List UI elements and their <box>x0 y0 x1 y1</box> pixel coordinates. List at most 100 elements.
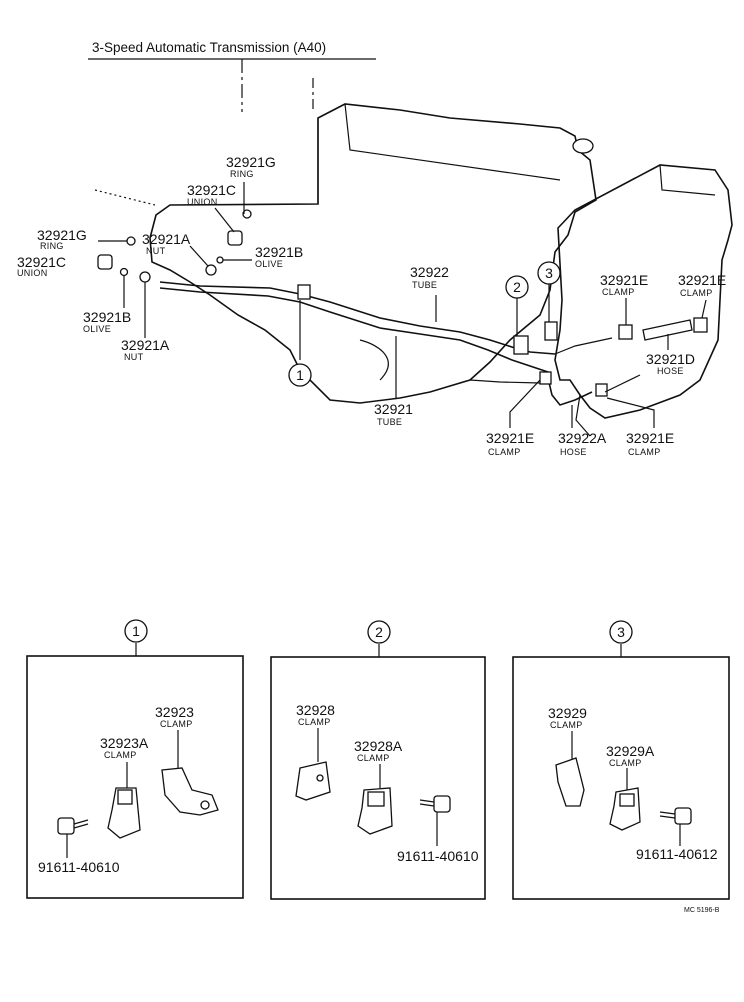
bolt-91611-40610-box1 <box>57 817 89 835</box>
label-32922-tube: 32922 TUBE <box>410 264 449 290</box>
svg-text:32921B: 32921B <box>255 244 303 260</box>
clamp-32921E-right <box>595 383 608 397</box>
svg-text:1: 1 <box>132 623 140 639</box>
tube-to-radiator <box>554 337 613 355</box>
svg-text:HOSE: HOSE <box>657 366 684 376</box>
svg-text:32921A: 32921A <box>142 231 191 247</box>
svg-text:CLAMP: CLAMP <box>550 720 583 730</box>
svg-text:32921C: 32921C <box>187 182 236 198</box>
label-32929: 32929 CLAMP <box>548 705 587 730</box>
svg-text:CLAMP: CLAMP <box>357 753 390 763</box>
svg-text:32921G: 32921G <box>226 154 276 170</box>
label-32921C-left: 32921C UNION <box>17 254 66 278</box>
engine-ridge <box>344 103 561 181</box>
label-32922A-hose: 32922A HOSE <box>558 430 607 457</box>
svg-text:TUBE: TUBE <box>412 280 437 290</box>
svg-text:1: 1 <box>296 367 304 383</box>
svg-text:CLAMP: CLAMP <box>628 447 661 457</box>
svg-text:32929A: 32929A <box>606 743 655 759</box>
svg-text:32922: 32922 <box>410 264 449 280</box>
label-32921A-upper: 32921A NUT <box>142 231 191 256</box>
hose-32921D <box>642 319 693 341</box>
label-32921G-left: 32921G RING <box>37 227 87 251</box>
svg-text:32928A: 32928A <box>354 738 403 754</box>
svg-text:CLAMP: CLAMP <box>298 717 331 727</box>
svg-text:NUT: NUT <box>146 246 166 256</box>
label-32923: 32923 CLAMP <box>155 704 194 729</box>
radiator-outlet <box>575 394 591 437</box>
leader-32921E-low-left <box>509 379 541 428</box>
clamp-32921E-hose-left <box>618 324 633 340</box>
label-91611-40612: 91611-40612 <box>636 846 718 862</box>
svg-text:32921A: 32921A <box>121 337 170 353</box>
clamp-32921E-hose-right <box>693 317 708 333</box>
diagram-code: MC 5196-B <box>684 907 720 914</box>
leader-radiator-hose <box>604 374 641 393</box>
leader-32921E-upper-right <box>701 299 707 319</box>
union-32921C-left <box>97 254 113 270</box>
label-32928: 32928 CLAMP <box>296 702 335 727</box>
label-32929A: 32929A CLAMP <box>606 743 655 768</box>
engine-cap <box>572 138 594 154</box>
svg-text:UNION: UNION <box>187 197 218 207</box>
radiator <box>554 164 733 419</box>
svg-text:CLAMP: CLAMP <box>160 719 193 729</box>
label-32921E-upper-left: 32921E CLAMP <box>600 272 648 297</box>
callout-circle-3-detail: 3 <box>609 620 633 644</box>
svg-text:RING: RING <box>40 241 64 251</box>
label-32921D-hose: 32921D HOSE <box>646 351 695 376</box>
clamp-32923-shape <box>161 767 219 816</box>
leader-32921A-upper <box>189 245 209 267</box>
svg-text:CLAMP: CLAMP <box>104 750 137 760</box>
svg-text:HOSE: HOSE <box>560 447 587 457</box>
svg-text:3: 3 <box>545 265 553 281</box>
label-32921G-upper: 32921G RING <box>226 154 276 179</box>
svg-text:32921D: 32921D <box>646 351 695 367</box>
svg-text:CLAMP: CLAMP <box>609 758 642 768</box>
svg-text:32921E: 32921E <box>626 430 674 446</box>
svg-text:OLIVE: OLIVE <box>83 324 111 334</box>
clamp-position-3 <box>544 321 558 341</box>
svg-text:NUT: NUT <box>124 352 144 362</box>
svg-text:RING: RING <box>230 169 254 179</box>
label-32921C-upper: 32921C UNION <box>187 182 236 207</box>
engine-pan <box>359 339 541 384</box>
label-32921E-low-left: 32921E CLAMP <box>486 430 534 457</box>
svg-text:32928: 32928 <box>296 702 335 718</box>
bolt-91611-40612 <box>659 807 692 825</box>
diagram-title: 3-Speed Automatic Transmission (A40) <box>92 40 326 55</box>
clamp-32928-shape <box>295 761 331 801</box>
callout-circle-2-detail: 2 <box>367 620 391 644</box>
label-32921-tube: 32921 TUBE <box>374 401 413 427</box>
svg-text:32921E: 32921E <box>486 430 534 446</box>
hose-32922A-line <box>546 373 593 406</box>
callout-circle-1-main: 1 <box>288 363 312 387</box>
union-32921C-upper <box>227 230 243 246</box>
label-91611-40610-box1: 91611-40610 <box>38 859 120 875</box>
guide-line <box>94 189 156 206</box>
clamp-32929-shape <box>555 757 585 807</box>
nut-32921A-lower <box>139 271 151 283</box>
label-32921A-lower: 32921A NUT <box>121 337 170 362</box>
svg-text:CLAMP: CLAMP <box>488 447 521 457</box>
clamp-32921E-low <box>539 371 552 385</box>
svg-text:TUBE: TUBE <box>377 417 402 427</box>
svg-text:CLAMP: CLAMP <box>680 288 713 298</box>
detail-box-2: 2 32928 CLAMP 32928A CLAMP 91611-40610 <box>270 620 486 900</box>
svg-text:OLIVE: OLIVE <box>255 259 283 269</box>
label-32923A: 32923A CLAMP <box>100 735 149 760</box>
svg-text:32921: 32921 <box>374 401 413 417</box>
svg-text:32922A: 32922A <box>558 430 607 446</box>
callout-circle-3-main: 3 <box>537 261 561 285</box>
label-32921B-lower: 32921B OLIVE <box>83 309 131 334</box>
ring-32921G-left <box>126 236 136 246</box>
olive-32921B-lower <box>119 267 129 277</box>
label-32921E-upper-right: 32921E CLAMP <box>678 272 726 298</box>
svg-text:UNION: UNION <box>17 268 48 278</box>
svg-text:32923: 32923 <box>155 704 194 720</box>
svg-text:32921E: 32921E <box>600 272 648 288</box>
callout-circle-2-main: 2 <box>505 275 529 299</box>
leader-32921C-upper <box>214 207 235 233</box>
